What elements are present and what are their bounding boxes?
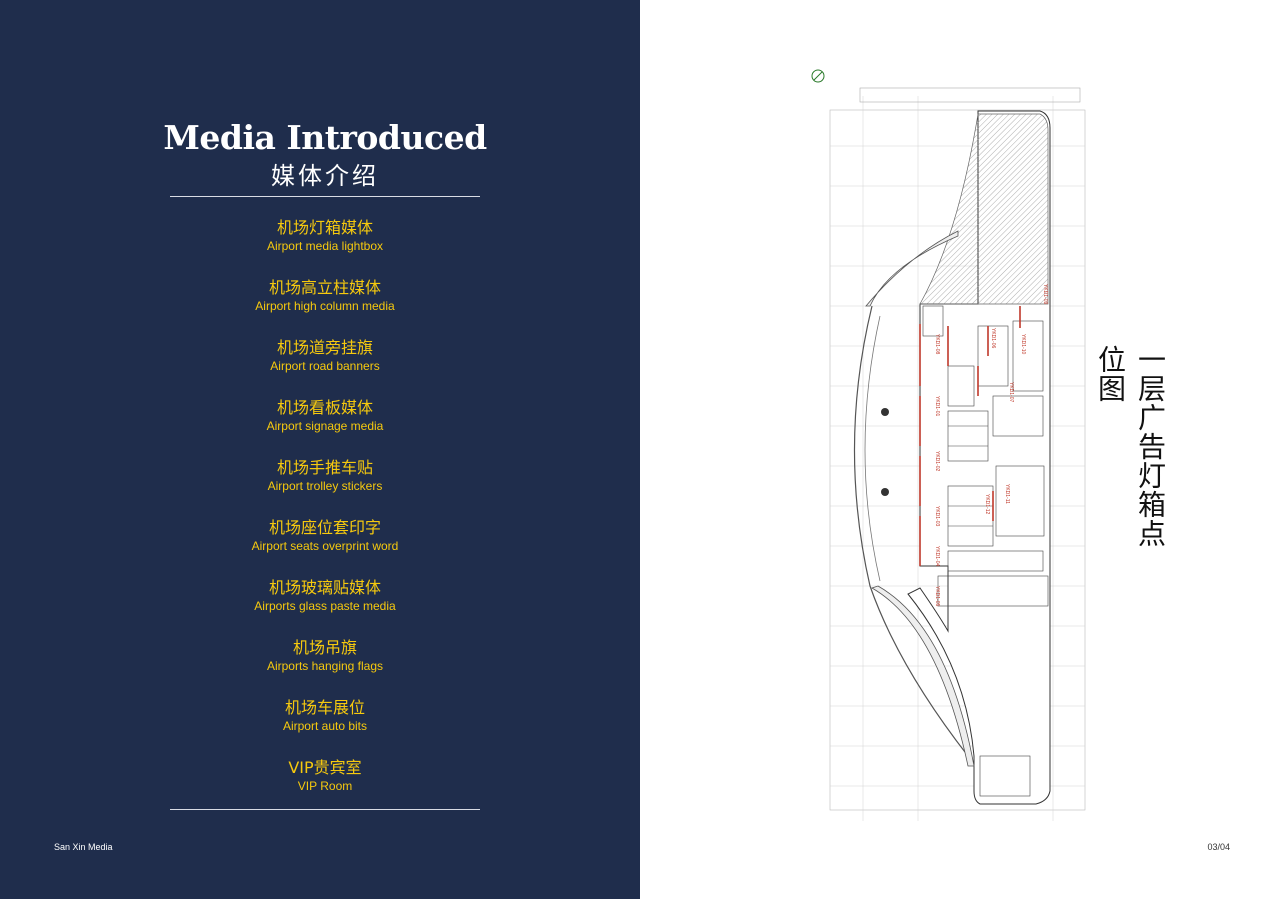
media-item-en: Airport high column media — [255, 299, 395, 313]
floorplan-title: 一层广告灯箱点位图 — [1094, 345, 1167, 548]
media-item-lightbox[interactable]: 机场灯箱媒体 Airport media lightbox — [170, 216, 480, 276]
marker-label: YKD1-04 — [934, 546, 940, 567]
media-item-en: Airport signage media — [266, 419, 384, 433]
media-item-en: Airport media lightbox — [266, 239, 384, 253]
page-subtitle: 媒体介绍 — [271, 162, 379, 190]
media-item-cn: 机场道旁挂旗 — [276, 338, 373, 357]
media-list: 机场灯箱媒体 Airport media lightbox 机场高立柱媒体 Ai… — [170, 216, 480, 816]
media-item-en: VIP Room — [297, 779, 353, 793]
floor-plan: YKD1-08 YKD1-01 YKD1-02 YKD1-03 YKD1-04 … — [811, 69, 1086, 821]
hatched-zone — [919, 113, 1049, 305]
marker-label: YKD1-03 — [934, 506, 940, 527]
marker-label: YKD1-08 — [934, 334, 940, 355]
top-edge — [859, 87, 1081, 103]
media-item-glass[interactable]: 机场玻璃贴媒体 Airports glass paste media — [170, 576, 480, 636]
media-item-cn: 机场车展位 — [284, 698, 365, 717]
marker-label: YKD1-07 — [1008, 382, 1014, 403]
curved-facade — [853, 305, 969, 757]
media-item-trolley[interactable]: 机场手推车贴 Airport trolley stickers — [170, 456, 480, 516]
media-item-high-column[interactable]: 机场高立柱媒体 Airport high column media — [170, 276, 480, 336]
lightbox-labels: YKD1-08 YKD1-01 YKD1-02 YKD1-03 YKD1-04 … — [934, 284, 1048, 607]
media-item-vip[interactable]: VIP贵宾室 VIP Room — [170, 756, 480, 816]
page-title: Media Introduced — [163, 118, 487, 157]
media-item-cn: 机场座位套印字 — [268, 518, 381, 537]
page-number: 03/04 — [1207, 842, 1230, 852]
media-item-cn: 机场玻璃贴媒体 — [268, 578, 381, 597]
marker-label: YKD1-05 — [934, 586, 940, 607]
media-item-cn: VIP贵宾室 — [288, 758, 362, 777]
media-item-signage[interactable]: 机场看板媒体 Airport signage media — [170, 396, 480, 456]
media-item-en: Airports hanging flags — [266, 659, 384, 673]
media-item-en: Airports glass paste media — [254, 599, 396, 613]
marker-label: YKD1-12 — [984, 494, 990, 515]
media-item-en: Airport seats overprint word — [251, 539, 399, 553]
media-item-auto-bits[interactable]: 机场车展位 Airport auto bits — [170, 696, 480, 756]
media-item-cn: 机场吊旗 — [292, 638, 357, 657]
media-item-seats[interactable]: 机场座位套印字 Airport seats overprint word — [170, 516, 480, 576]
canopy-bottom — [871, 585, 975, 767]
media-item-en: Airport auto bits — [282, 719, 368, 733]
media-item-en: Airport trolley stickers — [267, 479, 383, 493]
divider-top — [170, 196, 480, 197]
brand-name: San Xin Media — [54, 842, 113, 852]
media-item-cn: 机场高立柱媒体 — [268, 278, 381, 297]
media-item-cn: 机场手推车贴 — [276, 458, 373, 477]
media-item-en: Airport road banners — [270, 359, 380, 373]
divider-bottom — [170, 809, 480, 810]
marker-label: YKD1-01 — [934, 396, 940, 417]
media-item-hanging-flags[interactable]: 机场吊旗 Airports hanging flags — [170, 636, 480, 696]
grid-frame — [829, 109, 1086, 811]
lightbox-markers — [919, 306, 1021, 566]
marker-label: YKD1-02 — [934, 451, 940, 472]
columns — [881, 408, 889, 496]
interior-rooms — [922, 305, 1049, 797]
canopy-top — [865, 230, 959, 307]
media-item-road-banners[interactable]: 机场道旁挂旗 Airport road banners — [170, 336, 480, 396]
marker-label: YKD1-06 — [990, 328, 996, 349]
intro-panel: Media Introduced 媒体介绍 机场灯箱媒体 Airport med… — [0, 0, 640, 899]
north-arrow-icon — [811, 69, 825, 83]
media-item-cn: 机场灯箱媒体 — [276, 218, 373, 237]
curved-facade-inner — [864, 315, 881, 582]
marker-label: YKD1-10 — [1020, 334, 1026, 355]
marker-label: YKD1-09 — [1042, 284, 1048, 305]
media-item-cn: 机场看板媒体 — [276, 398, 373, 417]
marker-label: YKD1-11 — [1004, 484, 1010, 504]
